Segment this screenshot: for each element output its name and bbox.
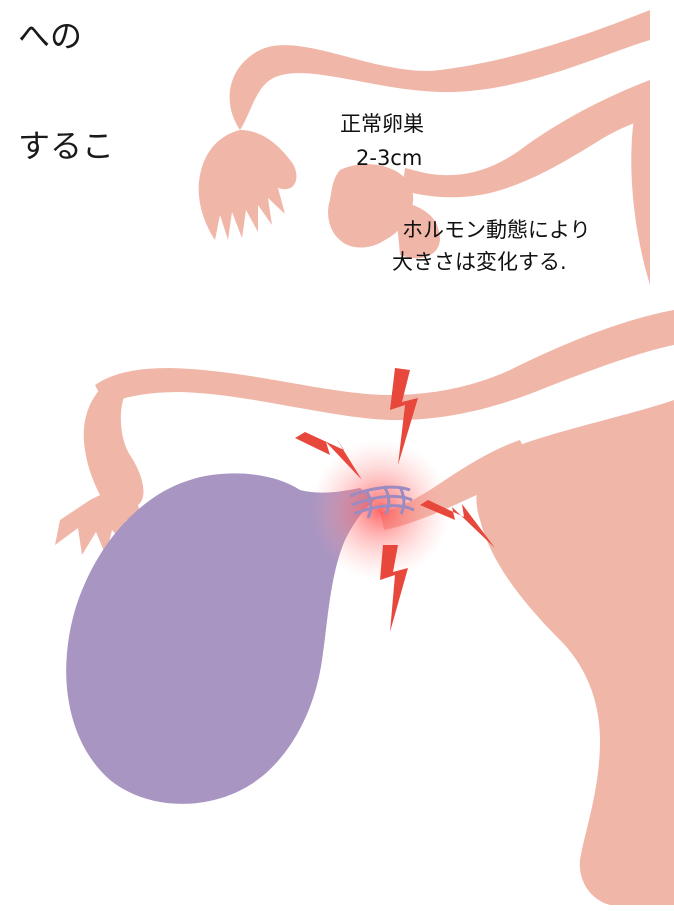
torsion-pain-glow (310, 440, 450, 580)
normal-ovary-size: 2-3cm (356, 146, 422, 171)
hormone-note-line-1: ホルモン動態により (402, 218, 591, 243)
normal-ovary-title: 正常卵巣 (340, 112, 424, 137)
hormone-note-line-2: 大きさは変化する. (392, 250, 567, 275)
